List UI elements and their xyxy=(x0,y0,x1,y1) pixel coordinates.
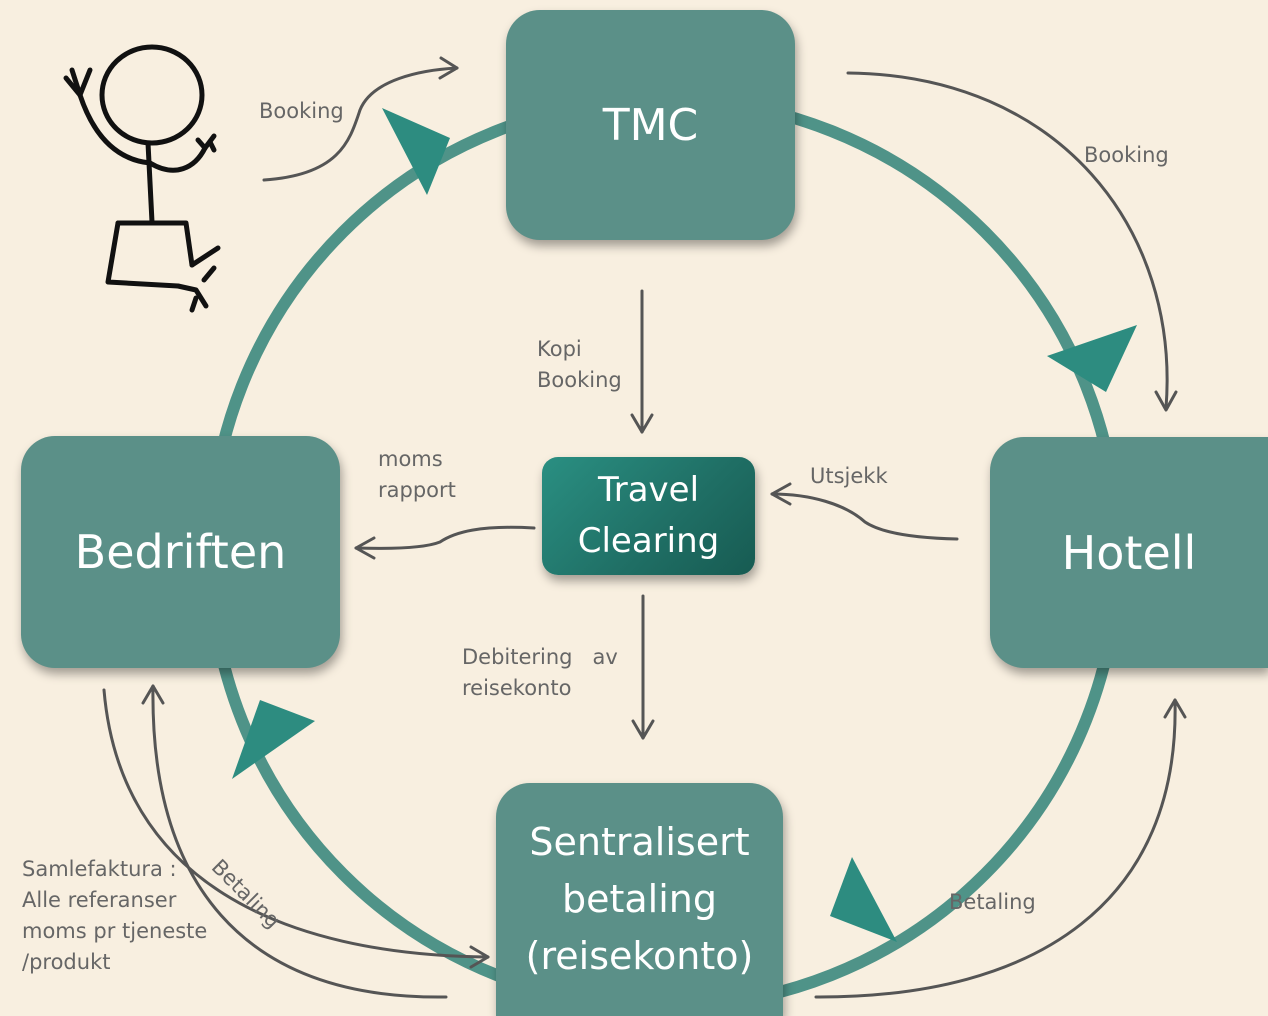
arrowhead-betaling-right xyxy=(1163,698,1187,719)
label-kopi-booking: Kopi Booking xyxy=(537,334,622,396)
node-clearing-line2: Clearing xyxy=(577,521,720,561)
cycle-arrowhead-bottom-left xyxy=(232,700,315,779)
node-sentral-line2: betaling xyxy=(561,877,717,921)
label-betaling-right: Betaling xyxy=(949,890,1036,914)
arrowhead-booking-to-hotell xyxy=(1154,390,1178,412)
node-sentral-line1: Sentralisert xyxy=(529,820,750,864)
label-debitering: Debitering av reisekonto xyxy=(462,642,618,704)
label-kopi-line1: Kopi xyxy=(537,337,582,361)
connector-samlefaktura xyxy=(102,688,490,959)
stick-figure-jumping-icon xyxy=(63,44,221,313)
label-moms-line1: moms xyxy=(378,447,443,471)
arrowhead-betaling-left xyxy=(141,684,165,705)
arrowhead-samlefaktura xyxy=(469,945,490,969)
label-kopi-line2: Booking xyxy=(537,368,622,392)
label-moms-line2: rapport xyxy=(378,478,456,502)
connector-betaling-right xyxy=(814,698,1177,999)
arrowhead-moms-rapport xyxy=(354,536,376,560)
label-booking-to-tmc: Booking xyxy=(259,99,344,123)
label-samle-line1: Samlefaktura : xyxy=(22,857,177,881)
label-debitering-line1: Debitering av xyxy=(462,645,618,669)
label-samle-line4: /produkt xyxy=(22,950,111,974)
label-moms-rapport: moms rapport xyxy=(378,444,456,506)
connector-moms-rapport xyxy=(354,525,536,550)
node-clearing-line1: Travel xyxy=(597,470,700,510)
connector-booking-to-tmc xyxy=(262,66,459,182)
node-hotell: Hotell xyxy=(990,437,1268,668)
node-travel-clearing: Travel Clearing xyxy=(542,457,755,575)
node-hotell-label: Hotell xyxy=(1061,525,1197,580)
cycle-arrowhead-top-left xyxy=(382,108,450,195)
label-samle-line2: Alle referanser xyxy=(22,888,177,912)
node-bedriften: Bedriften xyxy=(21,436,340,668)
node-tmc: TMC xyxy=(506,10,795,240)
node-bedriften-label: Bedriften xyxy=(74,525,287,579)
arrowhead-debitering xyxy=(631,719,655,740)
node-sentralisert-betaling: Sentralisert betaling (reisekonto) xyxy=(496,783,783,1016)
arrowhead-utsjekk xyxy=(770,482,792,506)
arrowhead-booking-to-tmc xyxy=(438,56,459,80)
arrowhead-kopi-booking xyxy=(630,413,654,434)
node-tmc-label: TMC xyxy=(602,99,699,151)
node-sentral-line3: (reisekonto) xyxy=(525,934,754,978)
label-samle-line3: moms pr tjeneste xyxy=(22,919,208,943)
label-utsjekk: Utsjekk xyxy=(810,464,888,488)
cycle-arrowhead-top-right xyxy=(1047,325,1137,392)
connector-betaling-left xyxy=(151,684,448,999)
label-samlefaktura: Samlefaktura : Alle referanser moms pr t… xyxy=(22,854,207,978)
connector-utsjekk xyxy=(770,492,959,541)
label-debitering-line2: reisekonto xyxy=(462,676,572,700)
cycle-arrowhead-bottom-right xyxy=(830,857,897,942)
connector-booking-to-hotell xyxy=(846,71,1169,410)
label-booking-to-hotell: Booking xyxy=(1084,143,1169,167)
